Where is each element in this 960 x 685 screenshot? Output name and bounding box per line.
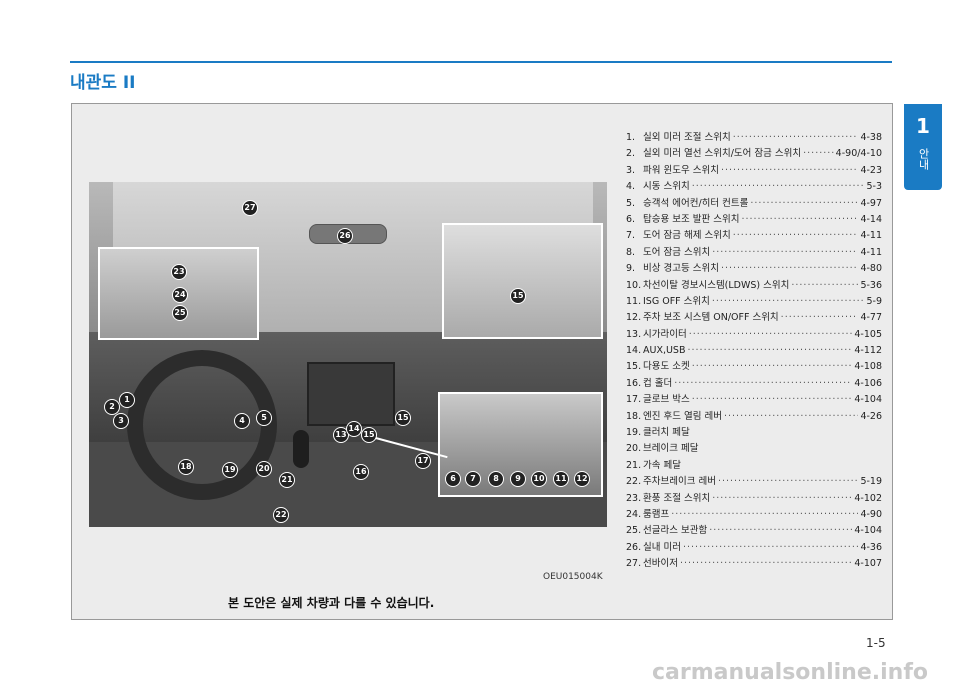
callout-marker: 7 <box>465 471 481 487</box>
legend-item: 13.시가라이터4-105 <box>626 327 882 343</box>
legend-item: 7.도어 잠금 해제 스위치4-11 <box>626 228 882 244</box>
callout-marker: 15 <box>361 427 377 443</box>
legend-item: 23.환풍 조절 스위치4-102 <box>626 491 882 507</box>
legend-item: 2.실외 미러 열선 스위치/도어 잠금 스위치4-90/4-10 <box>626 146 882 162</box>
gear-lever <box>293 430 309 468</box>
legend-item: 18.엔진 후드 열림 레버4-26 <box>626 409 882 425</box>
legend-item: 8.도어 잠금 스위치4-11 <box>626 245 882 261</box>
legend-item: 15.다용도 소켓4-108 <box>626 359 882 375</box>
callout-marker: 27 <box>242 200 258 216</box>
header-rule <box>70 61 892 63</box>
legend-item: 10.차선이탈 경보시스템(LDWS) 스위치5-36 <box>626 278 882 294</box>
legend-item: 4.시동 스위치5-3 <box>626 179 882 195</box>
section-title: 내관도 II <box>70 73 136 93</box>
callout-marker: 6 <box>445 471 461 487</box>
inset-glovebox-open <box>442 223 603 339</box>
callout-marker: 12 <box>574 471 590 487</box>
callout-marker: 3 <box>113 413 129 429</box>
callout-marker: 25 <box>172 305 188 321</box>
parts-legend: 1.실외 미러 조절 스위치4-38 2.실외 미러 열선 스위치/도어 잠금 … <box>626 130 882 573</box>
legend-item: 5.승객석 에어컨/히터 컨트롤4-97 <box>626 196 882 212</box>
legend-item: 22.주차브레이크 레버5-19 <box>626 474 882 490</box>
callout-marker: 16 <box>353 464 369 480</box>
legend-item: 20.브레이크 페달 <box>626 443 699 455</box>
figure-code: OEU015004K <box>543 572 603 582</box>
callout-marker: 21 <box>279 472 295 488</box>
legend-item: 9.비상 경고등 스위치4-80 <box>626 261 882 277</box>
callout-marker: 9 <box>510 471 526 487</box>
callout-marker: 20 <box>256 461 272 477</box>
chapter-label: 안내 <box>917 148 930 170</box>
callout-marker: 5 <box>256 410 272 426</box>
legend-item: 26.실내 미러4-36 <box>626 540 882 556</box>
callout-marker: 19 <box>222 462 238 478</box>
chapter-number: 1 <box>916 114 930 138</box>
legend-item: 3.파워 윈도우 스위치4-23 <box>626 163 882 179</box>
legend-item: 6.탑승용 보조 발판 스위치4-14 <box>626 212 882 228</box>
legend-item: 21.가속 페달 <box>626 459 681 471</box>
legend-item: 25.선글라스 보관함4-104 <box>626 523 882 539</box>
legend-item: 12.주차 보조 시스템 ON/OFF 스위치4-77 <box>626 310 882 326</box>
figure-note: 본 도안은 실제 차량과 다를 수 있습니다. <box>228 596 435 610</box>
legend-item: 17.글로브 박스4-104 <box>626 392 882 408</box>
watermark: carmanualsonline.info <box>652 660 928 685</box>
chapter-tab[interactable]: 1 안내 <box>904 104 942 190</box>
callout-marker: 24 <box>172 287 188 303</box>
callout-marker: 10 <box>531 471 547 487</box>
callout-marker: 8 <box>488 471 504 487</box>
legend-item: 16.컵 홀더4-106 <box>626 376 882 392</box>
callout-marker: 11 <box>553 471 569 487</box>
callout-marker: 17 <box>415 453 431 469</box>
callout-marker: 18 <box>178 459 194 475</box>
legend-item: 14.AUX,USB4-112 <box>626 343 882 359</box>
steering-wheel <box>127 350 277 500</box>
callout-marker: 14 <box>346 421 362 437</box>
audio-unit <box>307 362 395 426</box>
callout-marker: 1 <box>119 392 135 408</box>
callout-marker: 15 <box>510 288 526 304</box>
callout-marker: 22 <box>273 507 289 523</box>
legend-item: 11.ISG OFF 스위치5-9 <box>626 294 882 310</box>
page-number: 1-5 <box>866 636 886 650</box>
callout-marker: 4 <box>234 413 250 429</box>
legend-item: 19.클러치 페달 <box>626 427 690 439</box>
callout-marker: 15 <box>395 410 411 426</box>
legend-item: 27.선바이저4-107 <box>626 556 882 572</box>
callout-marker: 23 <box>171 264 187 280</box>
callout-marker: 26 <box>337 228 353 244</box>
callout-marker: 2 <box>104 399 120 415</box>
legend-item: 24.룸램프4-90 <box>626 507 882 523</box>
legend-item: 1.실외 미러 조절 스위치4-38 <box>626 130 882 146</box>
